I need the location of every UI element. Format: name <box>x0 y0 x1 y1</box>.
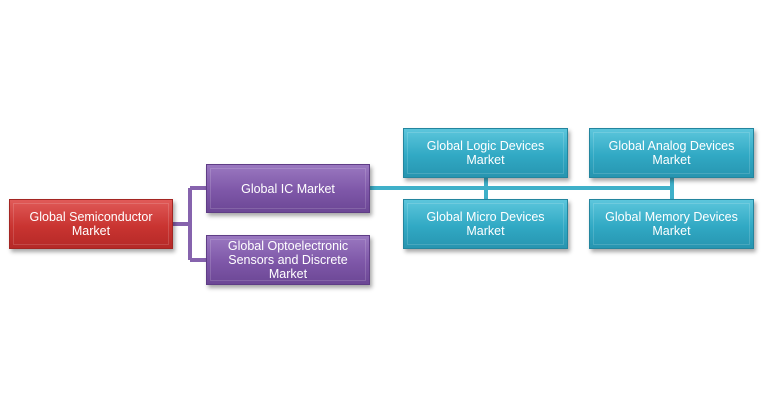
node-label: Global Analog Devices Market <box>608 139 735 167</box>
node-label: Global Optoelectronic Sensors and Discre… <box>227 239 349 281</box>
node-label: Global IC Market <box>241 181 335 196</box>
connector-ic-to-devices <box>370 178 674 199</box>
node-global-micro-devices-market: Global Micro Devices Market <box>403 199 568 249</box>
connector-root-to-level1 <box>173 186 206 262</box>
node-global-semiconductor-market: Global Semiconductor Market <box>9 199 173 249</box>
node-label: Global Semiconductor Market <box>29 210 153 238</box>
node-label: Global Micro Devices Market <box>426 210 545 238</box>
node-label: Global Memory Devices Market <box>605 210 738 238</box>
node-global-memory-devices-market: Global Memory Devices Market <box>589 199 754 249</box>
node-global-logic-devices-market: Global Logic Devices Market <box>403 128 568 178</box>
node-global-ic-market: Global IC Market <box>206 164 370 213</box>
node-global-optoelectronic-market: Global Optoelectronic Sensors and Discre… <box>206 235 370 285</box>
node-global-analog-devices-market: Global Analog Devices Market <box>589 128 754 178</box>
node-label: Global Logic Devices Market <box>426 139 545 167</box>
